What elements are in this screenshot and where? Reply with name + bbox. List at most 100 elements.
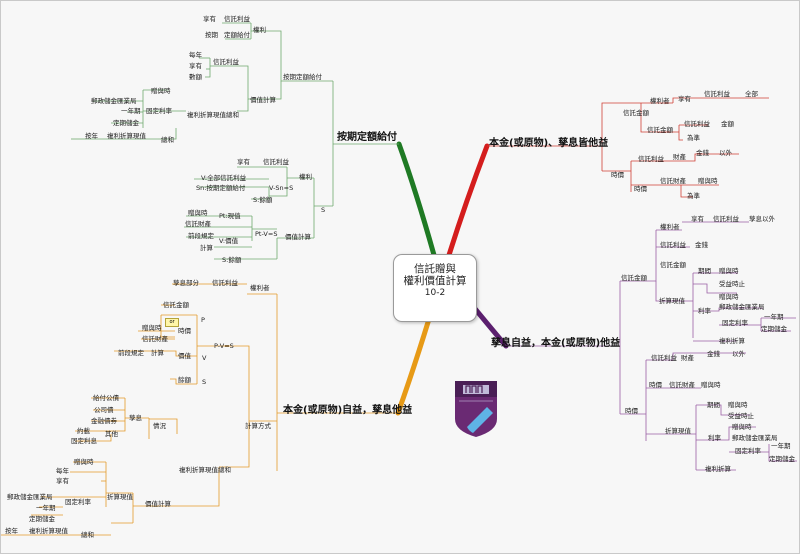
node[interactable]: 複利折算現值總和 [179,466,231,474]
node[interactable]: 信託財產 [660,177,686,185]
node[interactable]: 折算現值 [107,493,133,501]
node[interactable]: 信託利益 [638,155,664,163]
node[interactable]: 每年 [56,467,69,475]
node[interactable]: 總和 [161,136,174,144]
node[interactable]: 以外 [719,149,732,157]
node[interactable]: 複利折算現值總和 [187,111,239,119]
node[interactable]: 享有 [237,158,250,166]
node[interactable]: 贈與時 [728,401,748,409]
node[interactable]: 贈與時 [698,177,718,185]
node[interactable]: 一年期 [764,313,784,321]
node[interactable]: 計算方式 [245,422,271,430]
branch-interest-self-principal-others[interactable]: 孳息自益，本金(或原物)他益 [491,338,621,349]
node[interactable]: 信託利益 [212,279,238,287]
node[interactable]: 價值 [178,352,191,360]
node[interactable]: S:餘額 [222,256,242,264]
node[interactable]: 信託利益 [263,158,289,166]
node[interactable]: 享有 [678,95,691,103]
node[interactable]: 總和 [81,531,94,539]
node[interactable]: 贈與時 [188,209,208,217]
node[interactable]: 前段規定 [118,349,144,357]
node[interactable]: 金融債券 [91,417,117,425]
node[interactable]: 孳息以外 [749,215,775,223]
node[interactable]: 信託財產 [669,381,695,389]
node[interactable]: 贈與時 [142,324,162,332]
node[interactable]: 每年 [189,51,202,59]
central-topic[interactable]: 信託贈與 權利價值計算 10-2 [393,254,477,322]
node[interactable]: 定期儲金 [761,325,787,333]
node[interactable]: 計算 [200,244,213,252]
node[interactable]: 時價 [634,185,647,193]
node[interactable]: 價值計算 [145,500,171,508]
node[interactable]: Sn:按期定額給付 [196,184,246,192]
node[interactable]: Pt-V=S [255,230,278,238]
node[interactable]: 為準 [687,192,700,200]
node[interactable]: 固定利率 [146,107,172,115]
node[interactable]: 時價 [625,407,638,415]
branch-principal-interest-others[interactable]: 本金(或原物)、孳息皆他益 [489,138,609,149]
node[interactable]: 郵政儲金匯業局 [732,434,778,442]
node[interactable]: 信託財產 [142,335,168,343]
node[interactable]: 信託利益 [660,241,686,249]
node[interactable]: 享有 [203,15,216,23]
node[interactable]: 享有 [56,477,69,485]
node[interactable]: 郵政儲金匯業局 [719,303,765,311]
node[interactable]: 信託利益 [213,58,239,66]
node[interactable]: 財產 [681,354,694,362]
node[interactable]: 贈與時 [719,293,739,301]
node[interactable]: 固定利率 [735,447,761,455]
node[interactable]: 利率 [698,307,711,315]
node[interactable]: 信託金額 [647,126,673,134]
node[interactable]: 信託財產 [185,220,211,228]
node[interactable]: 財產 [673,153,686,161]
node[interactable]: 一年期 [121,107,141,115]
node[interactable]: 為準 [687,134,700,142]
node[interactable]: 數額 [189,73,202,81]
node[interactable]: 權利者 [250,284,270,292]
node[interactable]: 按年 [85,132,98,140]
node[interactable]: 定期儲金 [113,119,139,127]
node[interactable]: P [201,316,205,324]
node[interactable]: 複利折算 [705,465,731,473]
node[interactable]: 固定利率 [722,319,748,327]
node[interactable]: 折算現值 [659,297,685,305]
node[interactable]: 複利折算現值 [107,132,146,140]
node[interactable]: 贈與時 [719,267,739,275]
node[interactable]: S [202,378,207,386]
node[interactable]: P-V=S [214,342,234,350]
node[interactable]: 信託金額 [623,109,649,117]
node[interactable]: V [202,354,207,362]
node[interactable]: 公司債 [94,406,114,414]
node[interactable]: 郵政儲金匯業局 [7,493,53,501]
node[interactable]: 時價 [178,327,191,335]
node[interactable]: 權利者 [660,223,680,231]
node[interactable]: 金錢 [696,149,709,157]
branch-principal-self-interest-others[interactable]: 本金(或原物)自益，孳息他益 [283,405,413,416]
node[interactable]: 信託利益 [704,90,730,98]
node[interactable]: 信託利益 [713,215,739,223]
node[interactable]: 其他 [105,430,118,438]
node[interactable]: 以外 [732,350,745,358]
node[interactable]: 價值計算 [250,96,276,104]
node[interactable]: 信託金額 [621,274,647,282]
node[interactable]: 受益時止 [719,280,745,288]
node[interactable]: 按年 [5,527,18,535]
node[interactable]: 按期定額給付 [283,73,322,81]
node[interactable]: 贈與時 [701,381,721,389]
node[interactable]: 一年期 [771,442,791,450]
node[interactable]: 約載 [77,427,90,435]
node[interactable]: 按期 [205,31,218,39]
node[interactable]: 權利 [299,173,312,181]
node[interactable]: 複利折算 [719,337,745,345]
node[interactable]: 贈與時 [151,87,171,95]
node[interactable]: 全部 [745,90,758,98]
node[interactable]: 定期儲金 [769,455,795,463]
node[interactable]: 郵政儲金匯業局 [91,97,137,105]
node[interactable]: 信託利益 [651,354,677,362]
node[interactable]: 折算現值 [665,427,691,435]
branch-periodic-payment[interactable]: 按期定額給付 [337,132,397,143]
node[interactable]: 餘額 [178,376,191,384]
node[interactable]: 定期儲金 [29,515,55,523]
node[interactable]: 權利 [253,26,266,34]
node[interactable]: 定額給付 [224,31,250,39]
